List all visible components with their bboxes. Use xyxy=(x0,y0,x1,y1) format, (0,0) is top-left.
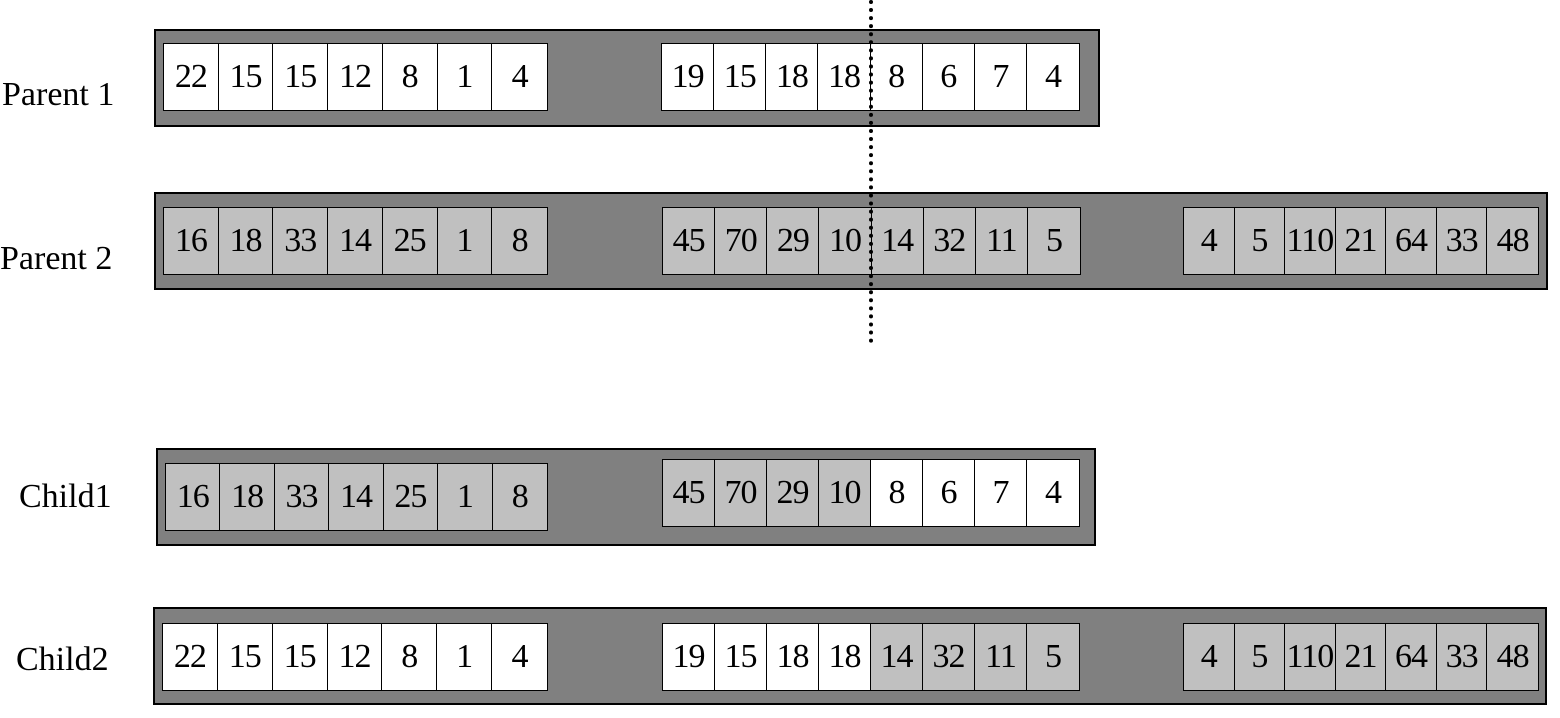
gene-cell: 12 xyxy=(327,624,383,690)
gene-cell: 16 xyxy=(164,208,219,274)
gene-cell: 1 xyxy=(437,208,493,274)
gene-cell: 25 xyxy=(383,464,439,530)
gene-cell: 16 xyxy=(166,464,221,530)
gene-cell: 15 xyxy=(273,44,329,110)
gene-cell: 1 xyxy=(437,44,493,110)
gene-cell: 22 xyxy=(163,624,218,690)
gene-cell: 12 xyxy=(328,44,383,110)
row-label-parent-1: Parent 1 xyxy=(2,76,115,113)
gene-cell: 32 xyxy=(923,624,975,690)
row-label-parent-2: Parent 2 xyxy=(0,240,113,277)
gene-cell: 15 xyxy=(272,624,328,690)
gene-cell: 6 xyxy=(922,44,975,110)
gene-cell: 14 xyxy=(329,464,384,530)
gene-cell: 32 xyxy=(923,208,976,274)
gene-cell: 18 xyxy=(220,464,275,530)
gene-cell: 10 xyxy=(819,460,871,526)
gene-cell: 4 xyxy=(1184,624,1235,690)
gene-cell: 21 xyxy=(1335,624,1387,690)
gene-cell: 4 xyxy=(1026,44,1079,110)
gene-cell: 45 xyxy=(663,208,716,274)
gene-cell: 18 xyxy=(818,44,871,110)
gene-cell: 45 xyxy=(663,460,715,526)
gene-cell: 5 xyxy=(1027,208,1080,274)
gene-cell: 19 xyxy=(663,624,715,690)
crossover-point-line xyxy=(869,0,873,343)
gene-cell: 70 xyxy=(715,208,768,274)
gene-cell: 15 xyxy=(218,44,274,110)
gene-cell: 5 xyxy=(1234,624,1286,690)
gene-cell: 5 xyxy=(1234,208,1286,274)
gene-cell: 8 xyxy=(871,460,923,526)
gene-cell: 4 xyxy=(1184,208,1235,274)
gene-cell: 11 xyxy=(975,624,1027,690)
gene-cell: 8 xyxy=(382,44,438,110)
gene-cell: 4 xyxy=(492,44,547,110)
gene-cell: 14 xyxy=(871,624,923,690)
gene-cell: 48 xyxy=(1487,624,1538,690)
gene-cell: 7 xyxy=(975,460,1027,526)
gene-cell: 18 xyxy=(218,208,274,274)
gene-cell: 22 xyxy=(164,44,219,110)
gene-cell: 8 xyxy=(870,44,923,110)
gene-cell: 64 xyxy=(1386,208,1437,274)
gene-cell: 33 xyxy=(1436,624,1488,690)
gene-cell: 8 xyxy=(382,624,438,690)
gene-cell: 110 xyxy=(1285,624,1336,690)
gene-cell: 15 xyxy=(217,624,273,690)
gene-cell: 15 xyxy=(714,44,767,110)
gene-cell: 19 xyxy=(662,44,715,110)
gene-cell: 4 xyxy=(492,624,547,690)
gene-cell: 7 xyxy=(974,44,1027,110)
gene-cell: 5 xyxy=(1027,624,1079,690)
gene-cell: 11 xyxy=(975,208,1028,274)
gene-cell: 25 xyxy=(382,208,438,274)
gene-cell: 64 xyxy=(1386,624,1437,690)
gene-cell: 18 xyxy=(767,624,819,690)
gene-cell: 110 xyxy=(1285,208,1336,274)
gene-cell: 8 xyxy=(492,208,547,274)
gene-cell: 4 xyxy=(1027,460,1079,526)
gene-cell: 70 xyxy=(715,460,767,526)
gene-cell: 1 xyxy=(438,464,493,530)
gene-cell: 33 xyxy=(274,464,330,530)
gene-cell: 48 xyxy=(1487,208,1538,274)
gene-cell: 10 xyxy=(819,208,872,274)
gene-cell: 1 xyxy=(437,624,493,690)
row-label-child1: Child1 xyxy=(19,478,112,515)
gene-cell: 6 xyxy=(923,460,975,526)
gene-cell: 21 xyxy=(1335,208,1387,274)
gene-cell: 33 xyxy=(273,208,329,274)
gene-cell: 14 xyxy=(328,208,383,274)
gene-cell: 33 xyxy=(1436,208,1488,274)
gene-cell: 14 xyxy=(871,208,924,274)
row-label-child2: Child2 xyxy=(16,641,109,678)
gene-cell: 15 xyxy=(715,624,767,690)
gene-cell: 29 xyxy=(767,460,819,526)
gene-cell: 18 xyxy=(766,44,819,110)
gene-cell: 29 xyxy=(767,208,820,274)
gene-cell: 8 xyxy=(492,464,547,530)
gene-cell: 18 xyxy=(819,624,871,690)
